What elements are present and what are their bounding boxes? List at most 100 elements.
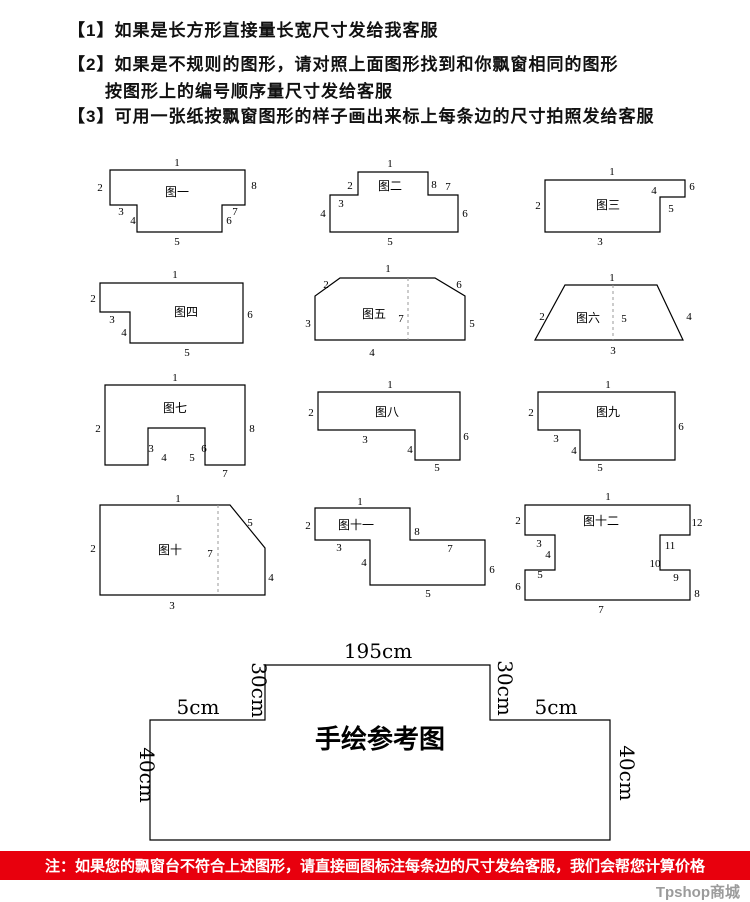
- figure-9-edge-label: 4: [571, 445, 577, 457]
- figure-6-outline: [533, 284, 684, 341]
- figure-2-edge-label: 7: [445, 181, 451, 193]
- figure-1-edge-label: 1: [174, 157, 180, 169]
- reference-right-side-measure: 40cm: [615, 745, 639, 801]
- figure-12-outline: [524, 504, 691, 601]
- figure-5-outline: [314, 277, 466, 341]
- reference-left-inner-measure: 30cm: [247, 662, 271, 718]
- figure-4: 图四 1 2 3 4 5 6: [90, 269, 253, 359]
- instruction-line-4: 【3】可用一张纸按飘窗图形的样子画出来标上每条边的尺寸拍照发给客服: [68, 107, 655, 126]
- notice-banner: 注：如果您的飘窗台不符合上述图形，请直接画图标注每条边的尺寸发给客服，我们会帮您…: [0, 851, 750, 880]
- figure-8-edge-label: 2: [308, 407, 314, 419]
- instruction-line-2: 【2】如果是不规则的图形，请对照上面图形找到和你飘窗相同的图形: [68, 55, 619, 74]
- figure-4-name: 图四: [174, 305, 198, 319]
- figure-6-edge-label: 5: [621, 313, 627, 325]
- figure-3-outline: [544, 179, 686, 233]
- figure-11: 图十一 1 2 3 4 5 6 7 8: [305, 496, 495, 600]
- figure-5: 图五 1 2 3 4 5 6 7: [305, 263, 475, 359]
- figure-10-edge-label: 2: [90, 543, 96, 555]
- figure-8: 图八 1 2 3 4 5 6: [308, 379, 469, 474]
- figure-4-edge-label: 5: [184, 347, 190, 359]
- figure-10-edge-label: 3: [169, 600, 175, 612]
- figure-10-edge-label: 5: [247, 517, 253, 529]
- figure-1-edge-label: 7: [232, 206, 238, 218]
- figure-5-edge-label: 1: [385, 263, 391, 275]
- figure-2: 图二 1 2 3 4 5 6 7 8: [320, 158, 468, 248]
- reference-right-inner-measure: 30cm: [493, 660, 517, 716]
- figure-12-edge-label: 4: [545, 549, 551, 561]
- figure-2-outline: [329, 171, 459, 233]
- figure-12: 图十二 1 2 3 4 5 6 7 8 9 10 11 12: [515, 491, 702, 616]
- figure-4-outline: [99, 282, 244, 344]
- figure-10-name: 图十: [158, 543, 182, 557]
- figure-8-edge-label: 5: [434, 462, 440, 474]
- reference-left-side-measure: 40cm: [135, 747, 159, 803]
- figure-7-name: 图七: [163, 401, 187, 415]
- figure-2-edge-label: 2: [347, 180, 353, 192]
- figure-3-edge-label: 1: [609, 166, 615, 178]
- figure-12-edge-label: 7: [598, 604, 604, 616]
- reference-top-measure: 195cm: [344, 639, 412, 663]
- figure-7-edge-label: 4: [161, 452, 167, 464]
- figure-12-edge-label: 1: [605, 491, 611, 503]
- figure-4-edge-label: 4: [121, 327, 127, 339]
- figure-5-name: 图五: [362, 307, 386, 321]
- figure-1-edge-label: 2: [97, 182, 103, 194]
- figure-2-edge-label: 6: [462, 208, 468, 220]
- figure-7-outline: [104, 384, 246, 466]
- figure-11-edge-label: 4: [361, 557, 367, 569]
- figure-11-name: 图十一: [338, 518, 374, 532]
- figure-9-edge-label: 3: [553, 433, 559, 445]
- figure-4-edge-label: 6: [247, 309, 253, 321]
- figure-9-name: 图九: [596, 405, 620, 419]
- figure-11-edge-label: 6: [489, 564, 495, 576]
- figure-6-edge-label: 2: [539, 311, 545, 323]
- figure-11-edge-label: 3: [336, 542, 342, 554]
- figure-3-edge-label: 5: [668, 203, 674, 215]
- reference-drawing: 195cm 30cm 30cm 5cm 5cm 40cm 40cm 手绘参考图: [135, 639, 639, 841]
- figure-10-edge-label: 7: [207, 548, 213, 560]
- figure-8-outline: [317, 391, 461, 461]
- figure-11-edge-label: 1: [357, 496, 363, 508]
- figure-7-edge-label: 1: [172, 372, 178, 384]
- figure-11-outline: [314, 507, 486, 586]
- figure-7-edge-label: 6: [201, 443, 207, 455]
- figure-4-edge-label: 3: [109, 314, 115, 326]
- figure-8-name: 图八: [375, 405, 399, 419]
- figure-9-edge-label: 1: [605, 379, 611, 391]
- figure-12-edge-label: 9: [673, 572, 679, 584]
- figure-12-edge-label: 6: [515, 581, 521, 593]
- figure-2-edge-label: 4: [320, 208, 326, 220]
- figure-7-edge-label: 2: [95, 423, 101, 435]
- figure-5-edge-label: 3: [305, 318, 311, 330]
- figure-1-edge-label: 3: [118, 206, 124, 218]
- figure-12-edge-label: 3: [536, 538, 542, 550]
- figure-10-outline: [99, 504, 266, 596]
- figure-11-edge-label: 7: [447, 543, 453, 555]
- figure-5-edge-label: 5: [469, 318, 475, 330]
- figure-11-edge-label: 8: [414, 526, 420, 538]
- figure-1-name: 图一: [165, 185, 189, 199]
- figure-12-edge-label: 5: [537, 569, 543, 581]
- figure-1: 图一 1 2 3 4 5 6 7 8: [97, 157, 257, 248]
- figure-6-edge-label: 1: [609, 272, 615, 284]
- figure-3-name: 图三: [596, 198, 620, 212]
- figure-12-name: 图十二: [583, 514, 619, 528]
- figure-9: 图九 1 2 3 4 5 6: [528, 379, 684, 474]
- figure-12-edge-label: 11: [665, 540, 676, 552]
- figure-12-edge-label: 10: [650, 558, 662, 570]
- instruction-line-3: 按图形上的编号顺序量尺寸发给客服: [105, 82, 393, 101]
- figure-3-edge-label: 2: [535, 200, 541, 212]
- figure-5-edge-label: 4: [369, 347, 375, 359]
- figure-1-edge-label: 5: [174, 236, 180, 248]
- figure-8-edge-label: 1: [387, 379, 393, 391]
- figure-5-edge-label: 7: [398, 313, 404, 325]
- figure-11-edge-label: 2: [305, 520, 311, 532]
- figure-6-edge-label: 3: [610, 345, 616, 357]
- figure-12-edge-label: 8: [694, 588, 700, 600]
- instruction-line-1: 【1】如果是长方形直接量长宽尺寸发给我客服: [68, 21, 439, 40]
- figure-10: 图十 1 2 3 4 5 7: [90, 493, 274, 612]
- figure-2-edge-label: 3: [338, 198, 344, 210]
- figure-1-edge-label: 8: [251, 180, 257, 192]
- figure-5-edge-label: 2: [323, 279, 329, 291]
